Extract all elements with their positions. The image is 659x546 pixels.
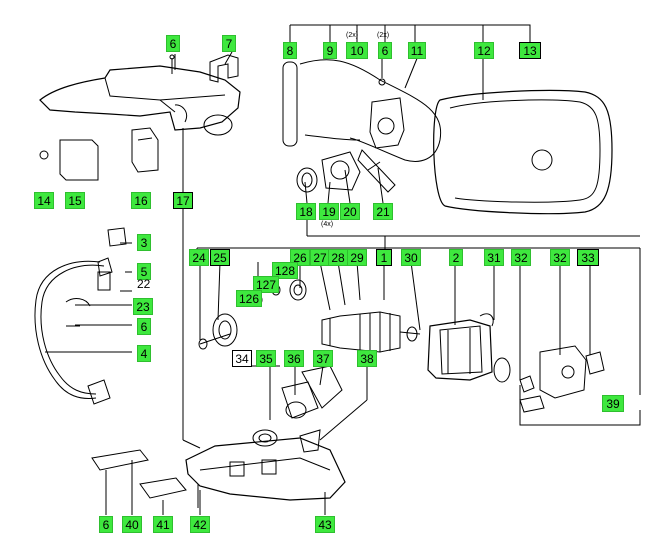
callout-42[interactable]: 42 [190, 516, 210, 533]
callout-41[interactable]: 41 [153, 516, 173, 533]
callout-21[interactable]: 21 [373, 203, 393, 220]
callout-43[interactable]: 43 [315, 516, 335, 533]
callout-18[interactable]: 18 [296, 203, 316, 220]
callout-35[interactable]: 35 [256, 350, 276, 367]
callout-14[interactable]: 14 [34, 192, 54, 209]
callout-10[interactable]: 10 [346, 42, 368, 59]
callout-22[interactable]: 22 [137, 277, 151, 291]
callout-127[interactable]: 127 [253, 276, 279, 293]
callout-26[interactable]: 26 [290, 249, 310, 266]
callout-7[interactable]: 7 [222, 35, 236, 52]
callout-6[interactable]: 6 [99, 516, 113, 533]
callout-23[interactable]: 23 [133, 298, 153, 315]
callout-38[interactable]: 38 [357, 350, 377, 367]
quantity-note-19: (4x) [321, 221, 334, 228]
callout-6[interactable]: 6 [378, 42, 392, 59]
callout-126[interactable]: 126 [236, 290, 262, 307]
callout-27[interactable]: 27 [310, 249, 330, 266]
callout-29[interactable]: 29 [347, 249, 367, 266]
quantity-note-10: (2x) [346, 32, 359, 39]
callout-32[interactable]: 32 [511, 249, 531, 266]
callout-11[interactable]: 11 [408, 42, 426, 59]
callout-17[interactable]: 17 [173, 192, 193, 209]
callout-40[interactable]: 40 [122, 516, 142, 533]
callout-13[interactable]: 13 [519, 42, 541, 59]
callout-36[interactable]: 36 [284, 350, 304, 367]
callout-3[interactable]: 3 [137, 234, 151, 251]
callout-4[interactable]: 4 [137, 345, 151, 362]
callout-1[interactable]: 1 [376, 249, 392, 266]
callout-12[interactable]: 12 [474, 42, 494, 59]
callout-128[interactable]: 128 [272, 262, 298, 279]
callout-30[interactable]: 30 [401, 249, 421, 266]
callout-9[interactable]: 9 [323, 42, 337, 59]
callout-2[interactable]: 2 [449, 249, 463, 266]
quantity-note-6: (2x) [377, 32, 390, 39]
callout-39[interactable]: 39 [602, 395, 624, 412]
callout-28[interactable]: 28 [328, 249, 348, 266]
callout-33[interactable]: 33 [577, 249, 599, 266]
callout-16[interactable]: 16 [131, 192, 151, 209]
callout-6[interactable]: 6 [137, 318, 151, 335]
callout-31[interactable]: 31 [484, 249, 504, 266]
callout-25[interactable]: 25 [210, 249, 230, 266]
callout-20[interactable]: 20 [340, 203, 360, 220]
callout-37[interactable]: 37 [313, 350, 333, 367]
callout-15[interactable]: 15 [65, 192, 85, 209]
callout-19[interactable]: 19 [319, 203, 339, 220]
callout-6[interactable]: 6 [166, 35, 180, 52]
callout-34[interactable]: 34 [232, 350, 252, 367]
callout-32[interactable]: 32 [550, 249, 570, 266]
callout-24[interactable]: 24 [189, 249, 209, 266]
callout-8[interactable]: 8 [283, 42, 297, 59]
callout-5[interactable]: 5 [137, 263, 151, 280]
